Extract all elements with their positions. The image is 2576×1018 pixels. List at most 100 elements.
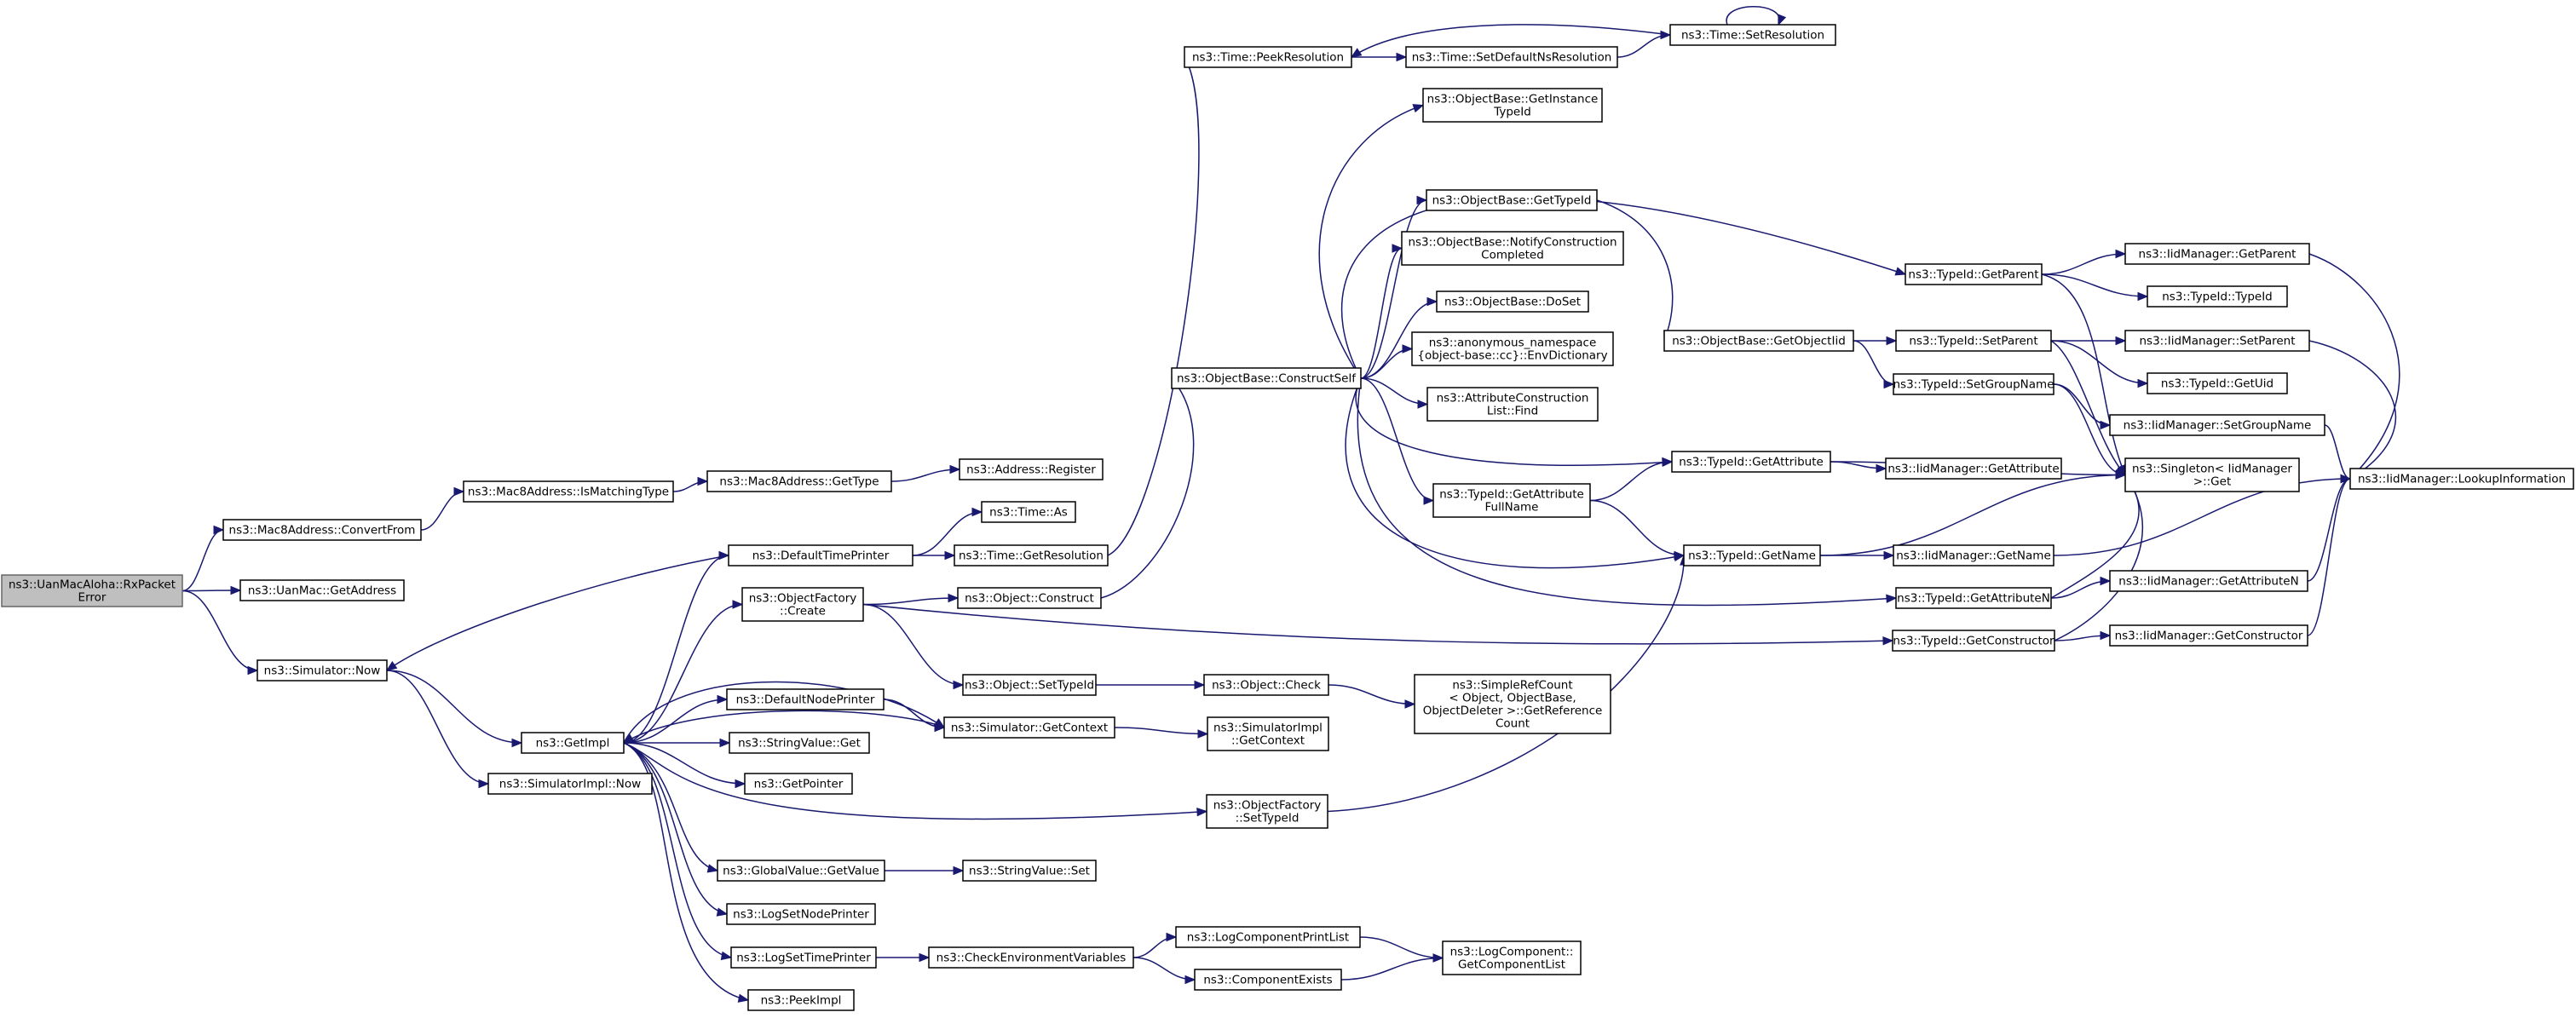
node-box <box>1422 88 1603 123</box>
arrowhead-setres-peekres <box>1350 48 1363 58</box>
node-tidsetgroup[interactable]: ns3::TypeId::SetGroupName <box>1893 373 2054 395</box>
node-box <box>744 773 853 795</box>
node-box <box>1442 940 1582 975</box>
node-box <box>2109 414 2325 436</box>
node-iidsetgroup[interactable]: ns3::IidManager::SetGroupName <box>2109 414 2325 436</box>
node-simgetcontext[interactable]: ns3::Simulator::GetContext <box>943 716 1115 739</box>
call-edge-getimpl-deftimeprinter <box>623 555 729 744</box>
call-edge-tidgetparent-tidtypeid <box>2041 273 2148 297</box>
node-simnow[interactable]: ns3::Simulator::Now <box>256 659 388 682</box>
call-edge-getimpl-defnodeprinter <box>623 699 728 744</box>
node-logsettime[interactable]: ns3::LogSetTimePrinter <box>730 946 877 969</box>
node-tidgetconstr[interactable]: ns3::TypeId::GetConstructor <box>1892 630 2055 652</box>
node-iidsetparent[interactable]: ns3::IidManager::SetParent <box>2124 330 2310 352</box>
node-objsettypeid[interactable]: ns3::Object::SetTypeId <box>962 674 1097 696</box>
node-box <box>1184 46 1352 68</box>
node-peekres[interactable]: ns3::Time::PeekResolution <box>1184 46 1352 68</box>
node-tidgetparent[interactable]: ns3::TypeId::GetParent <box>1905 263 2043 285</box>
node-tidgetuid[interactable]: ns3::TypeId::GetUid <box>2147 372 2288 394</box>
node-label: ns3::IidManager::GetAttributeN <box>2118 575 2298 589</box>
node-strvalget[interactable]: ns3::StringValue::Get <box>729 732 870 754</box>
node-iidgetattrn[interactable]: ns3::IidManager::GetAttributeN <box>2109 570 2308 592</box>
node-label: ns3::CheckEnvironmentVariables <box>936 952 1127 965</box>
node-notifyconstr[interactable]: ns3::ObjectBase::NotifyConstructionCompl… <box>1401 231 1624 266</box>
node-getpointer[interactable]: ns3::GetPointer <box>744 773 853 795</box>
node-tidgetattr[interactable]: ns3::TypeId::GetAttribute <box>1671 451 1831 473</box>
arrowhead-getobjectiid-tidsetgroup <box>1883 379 1895 389</box>
arrowhead-constructself-doset <box>1426 296 1438 307</box>
node-iidgetattr[interactable]: ns3::IidManager::GetAttribute <box>1885 457 2062 480</box>
call-edge-mac8gettype-addrreg <box>890 469 960 482</box>
node-setres[interactable]: ns3::Time::SetResolution <box>1669 24 1836 46</box>
node-addrreg[interactable]: ns3::Address::Register <box>959 458 1104 480</box>
node-objfactcreate[interactable]: ns3::ObjectFactory::Create <box>741 587 864 622</box>
node-box <box>962 860 1097 882</box>
arrowhead-getobjectiid-tidsetparent <box>1886 336 1898 346</box>
node-logcompgetlist[interactable]: ns3::LogComponent::GetComponentList <box>1442 940 1582 975</box>
node-label: ns3::ObjectBase::DoSet <box>1444 296 1581 309</box>
node-timegetres[interactable]: ns3::Time::GetResolution <box>954 544 1109 567</box>
node-box <box>726 903 876 925</box>
node-compexists[interactable]: ns3::ComponentExists <box>1194 969 1342 991</box>
node-globalvalget[interactable]: ns3::GlobalValue::GetValue <box>717 860 885 882</box>
node-uangetaddr[interactable]: ns3::UanMac::GetAddress <box>239 579 405 601</box>
call-edge-getimpl-logsetnode <box>623 742 728 915</box>
node-logcompprint[interactable]: ns3::LogComponentPrintList <box>1175 926 1361 948</box>
node-box <box>741 587 864 622</box>
node-getimpl[interactable]: ns3::GetImpl <box>521 732 625 754</box>
arrowhead-getimpl-logsetnode <box>716 907 729 917</box>
node-mac8gettype[interactable]: ns3::Mac8Address::GetType <box>706 470 892 492</box>
node-iidgetname[interactable]: ns3::IidManager::GetName <box>1893 544 2054 567</box>
arrowhead-getimpl-objfactsettid <box>1196 807 1208 817</box>
node-iidgetconstr[interactable]: ns3::IidManager::GetConstructor <box>2109 624 2308 647</box>
node-simplerefcount[interactable]: ns3::SimpleRefCount< Object, ObjectBase,… <box>1414 674 1611 734</box>
node-constructself[interactable]: ns3::ObjectBase::ConstructSelf <box>1171 367 1362 389</box>
node-box <box>717 860 885 882</box>
node-ismatching[interactable]: ns3::Mac8Address::IsMatchingType <box>463 480 674 503</box>
node-box <box>2147 285 2288 308</box>
node-timeas[interactable]: ns3::Time::As <box>981 501 1076 523</box>
node-peekimpl[interactable]: ns3::PeekImpl <box>747 989 855 1011</box>
node-obgettypeid[interactable]: ns3::ObjectBase::GetTypeId <box>1426 189 1598 211</box>
node-lookupinfo[interactable]: ns3::IidManager::LookupInformation <box>2349 468 2574 490</box>
node-tidsetparent[interactable]: ns3::TypeId::SetParent <box>1895 330 2052 352</box>
node-simimplnow[interactable]: ns3::SimulatorImpl::Now <box>487 773 653 795</box>
arrowhead-getimpl-deftimeprinter <box>718 550 730 561</box>
node-deftimeprinter[interactable]: ns3::DefaultTimePrinter <box>728 544 913 567</box>
node-objfactsettid[interactable]: ns3::ObjectFactory::SetTypeId <box>1206 794 1328 829</box>
node-mac8conv[interactable]: ns3::Mac8Address::ConvertFrom <box>222 519 422 541</box>
node-iidgetparent[interactable]: ns3::IidManager::GetParent <box>2124 243 2310 265</box>
node-objcheck[interactable]: ns3::Object::Check <box>1203 674 1329 696</box>
node-strvalset[interactable]: ns3::StringValue::Set <box>962 860 1097 882</box>
call-edge-constructself-obgettypeid <box>1360 199 1427 379</box>
node-setdefns[interactable]: ns3::Time::SetDefaultNsResolution <box>1405 46 1618 68</box>
arrowhead-tidgetname-iidgetname <box>1883 550 1895 561</box>
node-label: ns3::ObjectBase::NotifyConstruction <box>1408 236 1616 250</box>
node-label: ns3::SimulatorImpl <box>1213 722 1323 735</box>
node-getobjectiid[interactable]: ns3::ObjectBase::GetObjectIid <box>1663 330 1854 352</box>
node-box <box>1893 373 2054 395</box>
node-tidgetattrn[interactable]: ns3::TypeId::GetAttributeN <box>1895 587 2052 609</box>
call-edge-getimpl-getpointer <box>623 742 746 785</box>
node-box <box>1203 674 1329 696</box>
node-objconstruct[interactable]: ns3::Object::Construct <box>957 587 1102 609</box>
node-simimplgetcontext[interactable]: ns3::SimulatorImpl::GetContext <box>1207 716 1329 751</box>
node-tidtypeid[interactable]: ns3::TypeId::TypeId <box>2147 285 2288 308</box>
arrowhead-constructself-notifyconstr <box>1392 244 1403 253</box>
node-box <box>2124 243 2310 265</box>
node-logsetnode[interactable]: ns3::LogSetNodePrinter <box>726 903 876 925</box>
node-singletonget[interactable]: ns3::Singleton< IidManager >::Get <box>2124 457 2300 492</box>
node-envdict[interactable]: ns3::anonymous_namespace{object-base::cc… <box>1411 331 1614 366</box>
node-box <box>1895 330 2052 352</box>
node-tidgetname[interactable]: ns3::TypeId::GetName <box>1683 544 1821 567</box>
node-checkenv[interactable]: ns3::CheckEnvironmentVariables <box>928 946 1134 969</box>
node-label: ns3::ObjectBase::ConstructSelf <box>1177 372 1357 386</box>
node-doset[interactable]: ns3::ObjectBase::DoSet <box>1436 290 1589 313</box>
node-label: ns3::ObjectFactory <box>749 592 857 606</box>
node-defnodeprinter[interactable]: ns3::DefaultNodePrinter <box>726 688 885 710</box>
